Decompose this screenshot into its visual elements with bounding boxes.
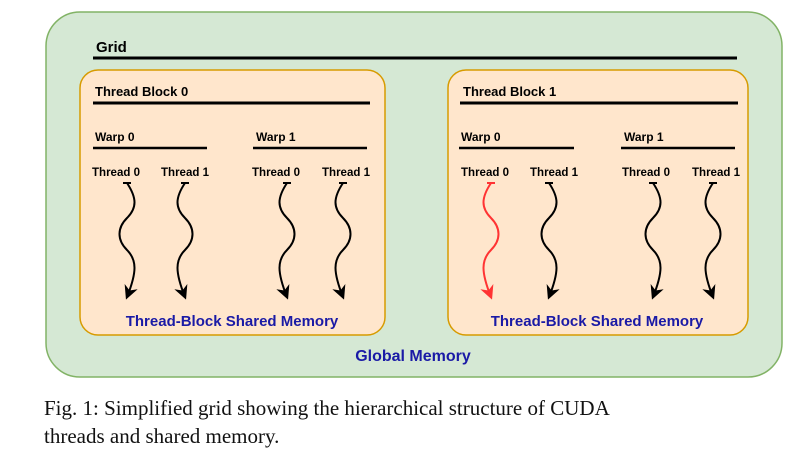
thread-arrow [332,182,352,300]
thread-arrow [644,182,664,300]
thread-block-1-label: Thread Block 1 [463,84,556,99]
thread-1-label: Thread 1 [161,167,210,179]
thread-arrow-highlighted [480,182,500,300]
thread-arrow [276,182,296,300]
thread-0-label: Thread 0 [461,167,509,179]
thread-block-0: Thread Block 0 Warp 0 Warp 1 Thread 0 Th… [79,69,386,336]
warp-1-label: Warp 1 [256,130,296,144]
thread-block-0-label: Thread Block 0 [95,84,188,99]
thread-arrow [702,182,722,300]
caption-line-2: threads and shared memory. [44,424,280,448]
shared-memory-label: Thread-Block Shared Memory [491,313,704,330]
warp-1-label: Warp 1 [624,130,664,144]
caption-line-1: Fig. 1: Simplified grid showing the hier… [44,396,610,420]
thread-arrow [174,182,194,300]
thread-1-label: Thread 1 [530,167,579,179]
figure-caption: Fig. 1: Simplified grid showing the hier… [44,394,764,450]
thread-0-label: Thread 0 [622,167,670,179]
global-memory-label: Global Memory [355,348,471,365]
thread-block-1: Thread Block 1 Warp 0 Warp 1 Thread 0 Th… [447,69,749,336]
thread-0-label: Thread 0 [92,167,140,179]
warp-0-label: Warp 0 [461,130,501,144]
thread-1-label: Thread 1 [322,167,371,179]
shared-memory-label: Thread-Block Shared Memory [126,313,339,330]
warp-0-label: Warp 0 [95,130,135,144]
thread-block-1-box [447,69,749,336]
thread-1-label: Thread 1 [692,167,741,179]
thread-arrow [118,182,138,300]
thread-arrow [540,182,560,300]
thread-0-label: Thread 0 [252,167,300,179]
thread-block-0-box [79,69,386,336]
grid-label: Grid [96,39,127,56]
